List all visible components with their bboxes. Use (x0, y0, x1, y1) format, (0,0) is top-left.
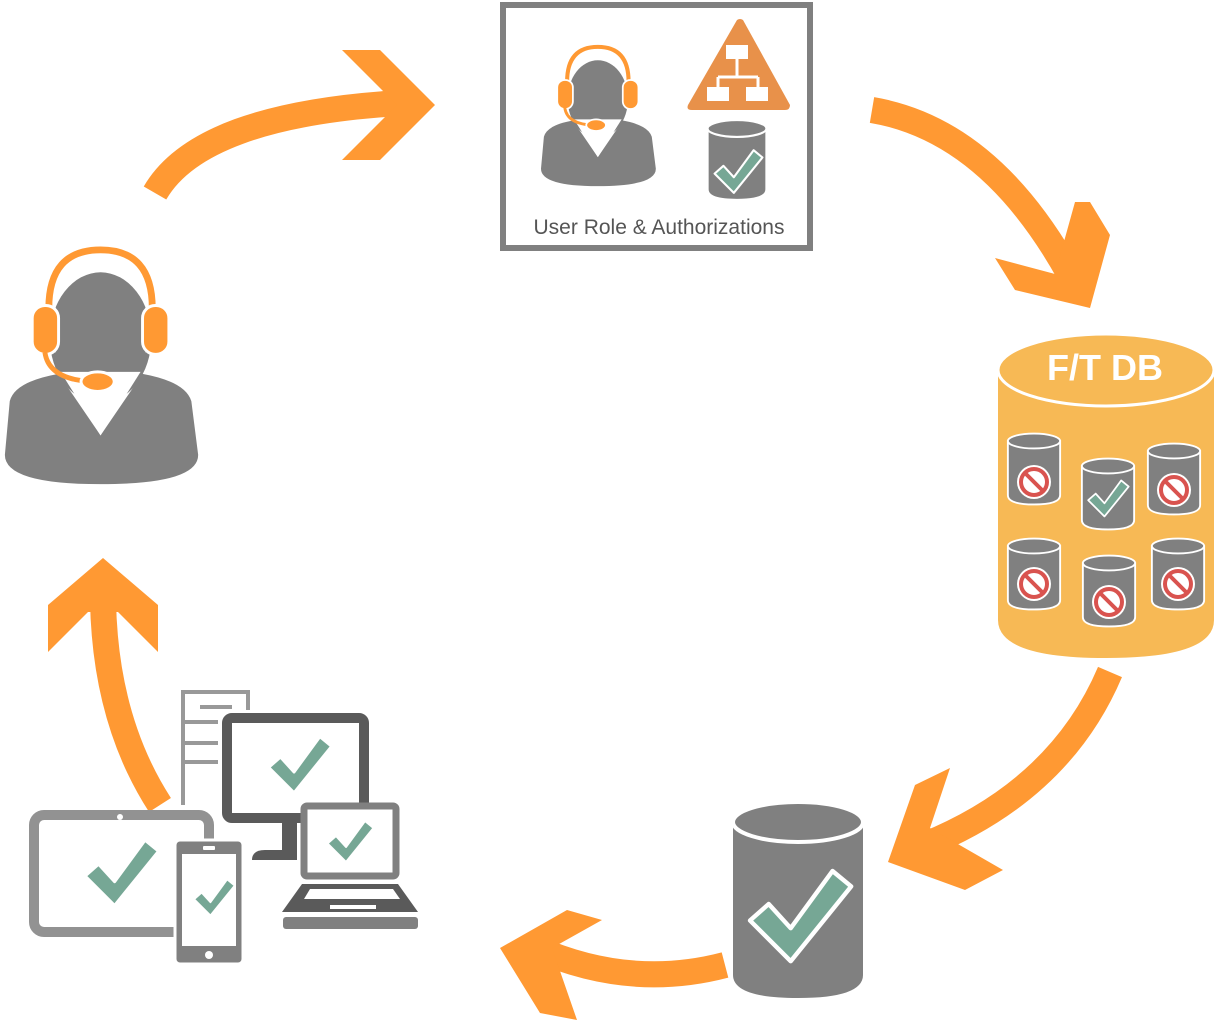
headset-user-icon (5, 250, 198, 484)
blocked-icon (1155, 471, 1193, 509)
blocked-icon (1090, 583, 1128, 621)
database-label: F/T DB (1047, 347, 1163, 388)
inner-db-approved (1080, 457, 1136, 531)
server-tower-icon (181, 690, 250, 805)
arrow-to-user (48, 558, 171, 813)
blocked-icon (1015, 463, 1053, 501)
inner-db-blocked (1150, 537, 1206, 611)
inner-db-blocked (1146, 442, 1202, 516)
database-check-icon (706, 119, 768, 201)
blocked-icon (1015, 565, 1053, 603)
phone-icon (173, 838, 245, 966)
laptop-icon (282, 802, 418, 929)
role-box-label: User Role & Authorizations (534, 216, 785, 239)
inner-db-blocked (1081, 554, 1137, 628)
check-icon (267, 735, 333, 795)
hierarchy-icon (687, 19, 790, 110)
database-check-icon (731, 800, 865, 998)
devices-group (29, 690, 418, 966)
ft-database: F/T DB (996, 332, 1214, 658)
inner-db-blocked (1006, 537, 1062, 611)
arrow-to-devices (500, 910, 729, 1020)
arrow-to-approved-db (888, 666, 1122, 890)
role-authorization-box: User Role & Authorizations (500, 2, 813, 251)
arrow-to-role-box (143, 50, 435, 200)
blocked-icon (1159, 565, 1197, 603)
monitor-icon (222, 713, 369, 860)
arrow-to-database (869, 97, 1110, 308)
inner-db-blocked (1006, 432, 1062, 506)
